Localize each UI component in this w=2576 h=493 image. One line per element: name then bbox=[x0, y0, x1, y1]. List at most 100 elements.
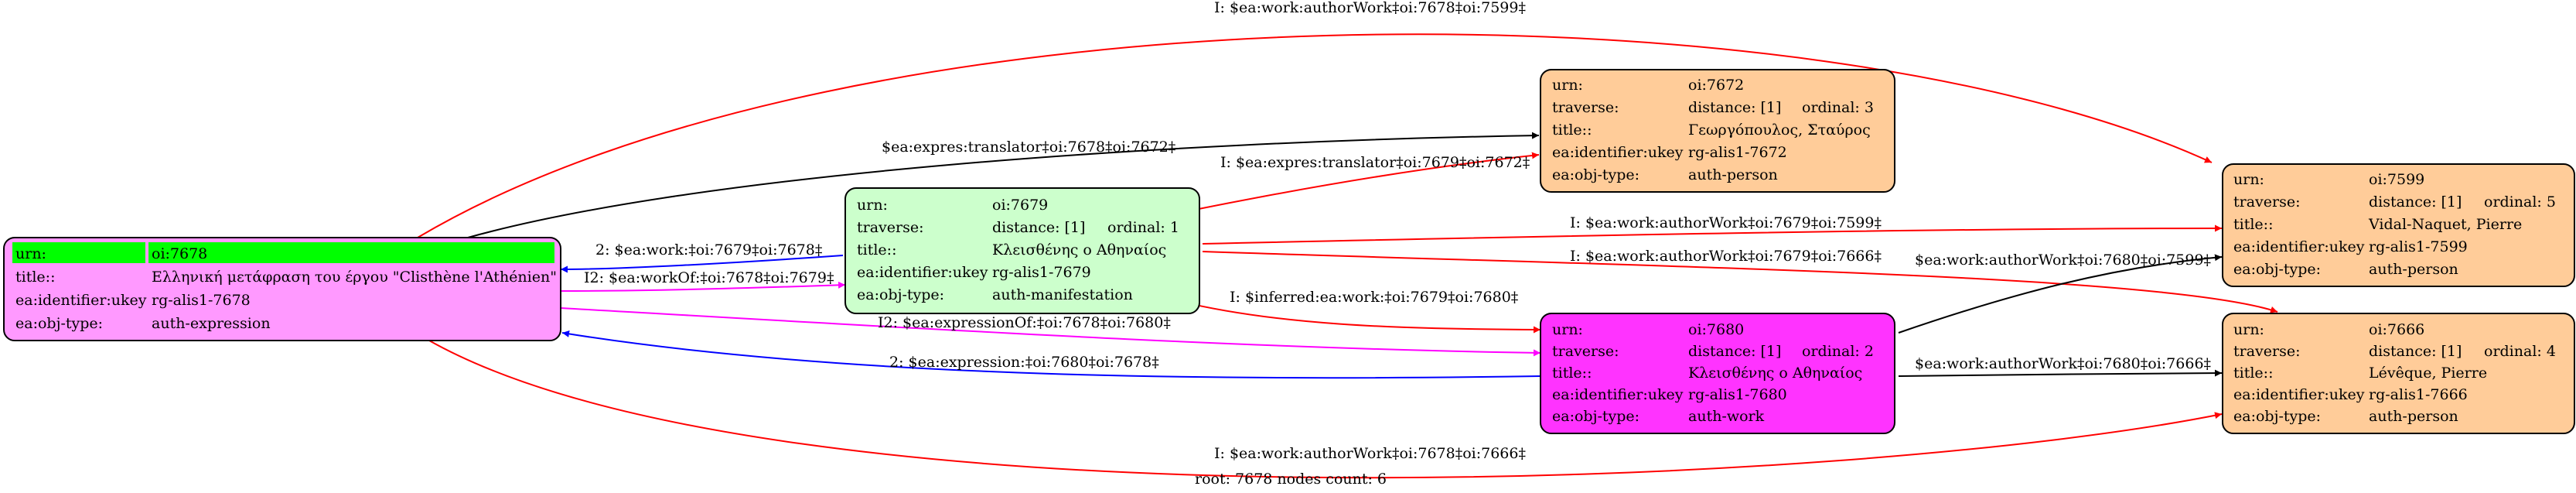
row-key: ea:identifier:ukey bbox=[15, 292, 147, 309]
row-key: ea:obj-type: bbox=[1552, 166, 1639, 183]
row-value: auth-work bbox=[1688, 408, 1765, 425]
row-value: rg-alis1-7678 bbox=[152, 292, 251, 309]
edge-7679-7672 bbox=[1198, 152, 1540, 210]
row-value: distance: [1] bbox=[2369, 343, 2462, 360]
row-value: oi:7666 bbox=[2369, 321, 2424, 338]
row-key: ea:identifier:ukey bbox=[1552, 386, 1684, 403]
row-key: ea:identifier:ukey bbox=[2233, 386, 2365, 403]
edge-7678-7672 bbox=[467, 132, 1540, 238]
row-key: title:: bbox=[857, 241, 896, 258]
edge-7679-7678 bbox=[560, 255, 844, 273]
row-key: title:: bbox=[1552, 122, 1592, 139]
edge-label: 2: $ea:work:‡oi:7679‡oi:7678‡ bbox=[595, 241, 822, 258]
row-value: oi:7679 bbox=[992, 197, 1048, 214]
row-value: rg-alis1-7666 bbox=[2369, 386, 2468, 403]
row-value: oi:7599 bbox=[2369, 171, 2424, 188]
edge-label: 2: $ea:expression:‡oi:7680‡oi:7678‡ bbox=[889, 354, 1159, 371]
row-key: title:: bbox=[2233, 365, 2273, 382]
row-key: ea:obj-type: bbox=[15, 315, 103, 332]
edge-label: $ea:work:authorWork‡oi:7680‡oi:7666‡ bbox=[1915, 355, 2211, 372]
row-extra: ordinal: 1 bbox=[1107, 219, 1179, 236]
node-7680[interactable]: urn: oi:7680 traverse: distance: [1] ord… bbox=[1540, 313, 1895, 434]
node-header-key bbox=[12, 242, 145, 263]
row-value: auth-person bbox=[2369, 408, 2458, 425]
row-key: ea:identifier:ukey bbox=[1552, 144, 1684, 161]
row-value: auth-expression bbox=[152, 315, 271, 332]
node-header-value bbox=[148, 242, 554, 263]
row-key: traverse: bbox=[2233, 343, 2301, 360]
row-key: title:: bbox=[15, 269, 55, 286]
row-key: ea:identifier:ukey bbox=[857, 264, 988, 281]
row-value: distance: [1] bbox=[2369, 193, 2462, 211]
row-key: ea:obj-type: bbox=[857, 286, 944, 303]
row-key: traverse: bbox=[1552, 343, 1619, 360]
edge-7678-7666 bbox=[428, 340, 2223, 479]
row-value: auth-manifestation bbox=[992, 286, 1133, 303]
node-box bbox=[2222, 163, 2575, 287]
node-box bbox=[2222, 313, 2575, 434]
node-box bbox=[1540, 313, 1895, 434]
row-value: auth-person bbox=[1688, 166, 1778, 183]
edge-7679-7680 bbox=[1175, 300, 1541, 334]
edge-label: I2: $ea:workOf:‡oi:7678‡oi:7679‡ bbox=[584, 269, 834, 286]
node-7672[interactable]: urn: oi:7672 traverse: distance: [1] ord… bbox=[1540, 69, 1895, 193]
edge-7678-7599 bbox=[417, 33, 2213, 238]
row-value: auth-person bbox=[2369, 261, 2458, 278]
row-extra: ordinal: 2 bbox=[1802, 343, 1874, 360]
row-key: title:: bbox=[2233, 216, 2273, 233]
edge-label: I: $ea:expres:translator‡oi:7679‡oi:7672… bbox=[1220, 154, 1530, 171]
edge-7678-7679 bbox=[560, 281, 846, 292]
row-key: traverse: bbox=[2233, 193, 2301, 211]
row-value: rg-alis1-7672 bbox=[1688, 144, 1787, 161]
edge-label: I: $inferred:ea:work:‡oi:7679‡oi:7680‡ bbox=[1230, 289, 1518, 306]
edge-label: $ea:expres:translator‡oi:7678‡oi:7672‡ bbox=[882, 139, 1175, 156]
edges: I: $ea:work:authorWork‡oi:7678‡oi:7599‡ … bbox=[417, 0, 2278, 479]
row-key: urn: bbox=[2233, 321, 2264, 338]
row-value: oi:7680 bbox=[1688, 321, 1744, 338]
row-value: Κλεισθένης ο Αθηναίος bbox=[1688, 365, 1862, 382]
row-value: Γεωργόπουλος, Σταύρος bbox=[1688, 122, 1871, 139]
graph-footer: root: 7678 nodes count: 6 bbox=[1195, 471, 1387, 488]
row-value: Κλεισθένης ο Αθηναίος bbox=[992, 241, 1166, 258]
row-extra: ordinal: 5 bbox=[2484, 193, 2556, 211]
row-key: urn: bbox=[15, 245, 46, 262]
row-value: rg-alis1-7680 bbox=[1688, 386, 1787, 403]
node-7666[interactable]: urn: oi:7666 traverse: distance: [1] ord… bbox=[2222, 313, 2575, 434]
edge-label: I2: $ea:expressionOf:‡oi:7678‡oi:7680‡ bbox=[878, 314, 1171, 331]
row-key: ea:obj-type: bbox=[2233, 261, 2321, 278]
edge-label: I: $ea:work:authorWork‡oi:7678‡oi:7599‡ bbox=[1214, 0, 1526, 16]
row-value: rg-alis1-7599 bbox=[2369, 238, 2468, 255]
edge-7680-7678 bbox=[561, 330, 1541, 379]
row-value: Ελληνική μετάφραση του έργου "Clisthène … bbox=[152, 269, 557, 286]
row-key: urn: bbox=[2233, 171, 2264, 188]
node-7599[interactable]: urn: oi:7599 traverse: distance: [1] ord… bbox=[2222, 163, 2575, 287]
node-box bbox=[3, 237, 561, 341]
row-extra: ordinal: 3 bbox=[1802, 99, 1874, 116]
row-value: oi:7672 bbox=[1688, 77, 1744, 94]
node-box bbox=[844, 187, 1200, 314]
row-key: ea:obj-type: bbox=[2233, 408, 2321, 425]
node-7678[interactable]: urn: oi:7678 title:: Ελληνική μετάφραση … bbox=[3, 237, 561, 341]
row-key: urn: bbox=[1552, 77, 1583, 94]
row-value: oi:7678 bbox=[152, 245, 207, 262]
edge-label: I: $ea:work:authorWork‡oi:7679‡oi:7599‡ bbox=[1570, 214, 1882, 231]
edge-label: $ea:work:authorWork‡oi:7680‡oi:7599‡ bbox=[1915, 252, 2211, 269]
row-key: urn: bbox=[1552, 321, 1583, 338]
row-key: urn: bbox=[857, 197, 888, 214]
row-key: traverse: bbox=[1552, 99, 1619, 116]
row-value: Lévêque, Pierre bbox=[2369, 365, 2487, 382]
row-value: Vidal-Naquet, Pierre bbox=[2368, 216, 2522, 233]
node-box bbox=[1540, 69, 1895, 193]
row-key: traverse: bbox=[857, 219, 924, 236]
row-value: rg-alis1-7679 bbox=[992, 264, 1091, 281]
edge-7679-7666 bbox=[1202, 251, 2278, 313]
row-extra: ordinal: 4 bbox=[2484, 343, 2556, 360]
row-key: ea:identifier:ukey bbox=[2233, 238, 2365, 255]
node-7679[interactable]: urn: oi:7679 traverse: distance: [1] ord… bbox=[844, 187, 1200, 314]
edge-7680-7666 bbox=[1898, 369, 2223, 377]
row-key: title:: bbox=[1552, 365, 1592, 382]
row-value: distance: [1] bbox=[1688, 343, 1781, 360]
edge-label: I: $ea:work:authorWork‡oi:7679‡oi:7666‡ bbox=[1570, 248, 1882, 265]
row-value: distance: [1] bbox=[1688, 99, 1781, 116]
